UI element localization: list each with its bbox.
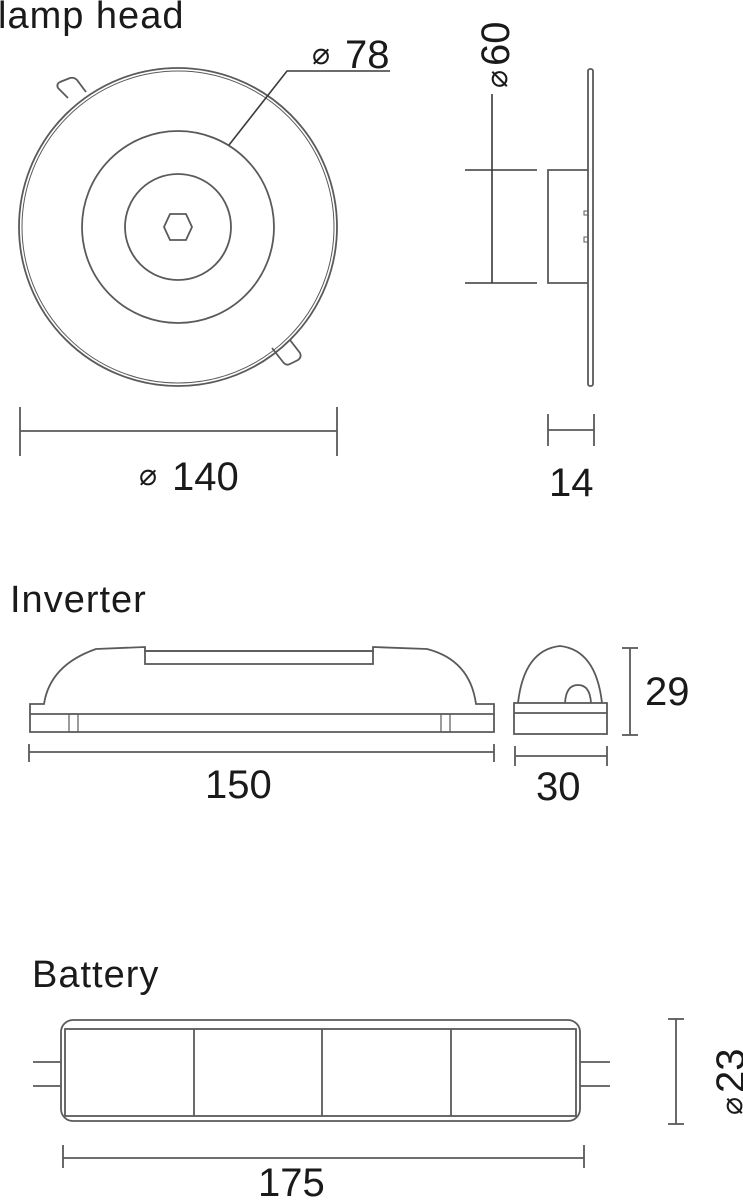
inverter-section: Inverter 150 29 xyxy=(10,579,690,809)
battery-section: Battery ⌀ 23 175 xyxy=(32,954,743,1200)
center-hex-hole xyxy=(163,213,193,241)
dimension-line-140 xyxy=(19,407,338,456)
battery-sleeve xyxy=(60,1019,581,1122)
dimension-line-23 xyxy=(668,1018,684,1125)
lamp-head-title: lamp head xyxy=(0,0,184,37)
diameter-symbol-78: ⌀ xyxy=(312,38,330,71)
diameter-symbol-140: ⌀ xyxy=(139,459,157,492)
dimension-line-60 xyxy=(465,94,537,284)
dimension-line-30 xyxy=(514,746,608,766)
faceplate xyxy=(587,68,594,387)
dimension-label-23-group: ⌀ 23 xyxy=(709,1049,743,1116)
outer-ring-inner-edge xyxy=(21,70,335,384)
dimension-label-14: 14 xyxy=(549,461,594,505)
mounting-tab-bottom xyxy=(271,339,302,366)
dimension-label-140: 140 xyxy=(172,455,239,499)
inner-ring xyxy=(124,173,232,281)
dimension-label-150: 150 xyxy=(205,763,272,807)
inverter-top-recess xyxy=(144,650,374,665)
leader-line-78 xyxy=(228,70,390,146)
battery-title: Battery xyxy=(32,954,159,996)
inverter-title: Inverter xyxy=(10,579,147,621)
diameter-symbol-60: ⌀ xyxy=(481,70,514,88)
dimension-line-150 xyxy=(28,744,495,762)
inverter-housing xyxy=(29,646,495,733)
dimension-label-23: 23 xyxy=(709,1049,743,1094)
lamp-head-front-view xyxy=(18,67,390,387)
dimension-label-60-group: ⌀ 60 xyxy=(474,22,518,89)
dimension-line-175 xyxy=(62,1145,585,1168)
inverter-end-dome xyxy=(517,645,603,704)
lamp-body xyxy=(547,169,588,284)
battery-cell-row xyxy=(64,1028,577,1117)
lamp-head-side-view xyxy=(547,68,594,387)
dimension-label-78: 78 xyxy=(345,33,390,77)
dimension-label-30: 30 xyxy=(536,765,581,809)
battery-pack-view xyxy=(33,1019,610,1122)
inverter-front-view xyxy=(29,646,495,733)
middle-ring xyxy=(81,130,275,324)
outer-ring xyxy=(18,67,338,387)
dimension-line-29 xyxy=(622,647,638,736)
dimension-label-29: 29 xyxy=(645,670,690,714)
dimension-label-175: 175 xyxy=(258,1161,325,1200)
dimension-line-14 xyxy=(547,414,595,446)
inverter-end-base xyxy=(513,702,608,735)
lamp-head-section: lamp head ⌀ 78 ⌀ 140 xyxy=(0,0,595,505)
inverter-end-cable-hole xyxy=(564,684,592,704)
dimension-label-60: 60 xyxy=(474,22,518,67)
inverter-end-view xyxy=(513,645,608,735)
diameter-symbol-23: ⌀ xyxy=(716,1097,743,1115)
mounting-tab-top xyxy=(56,76,87,99)
